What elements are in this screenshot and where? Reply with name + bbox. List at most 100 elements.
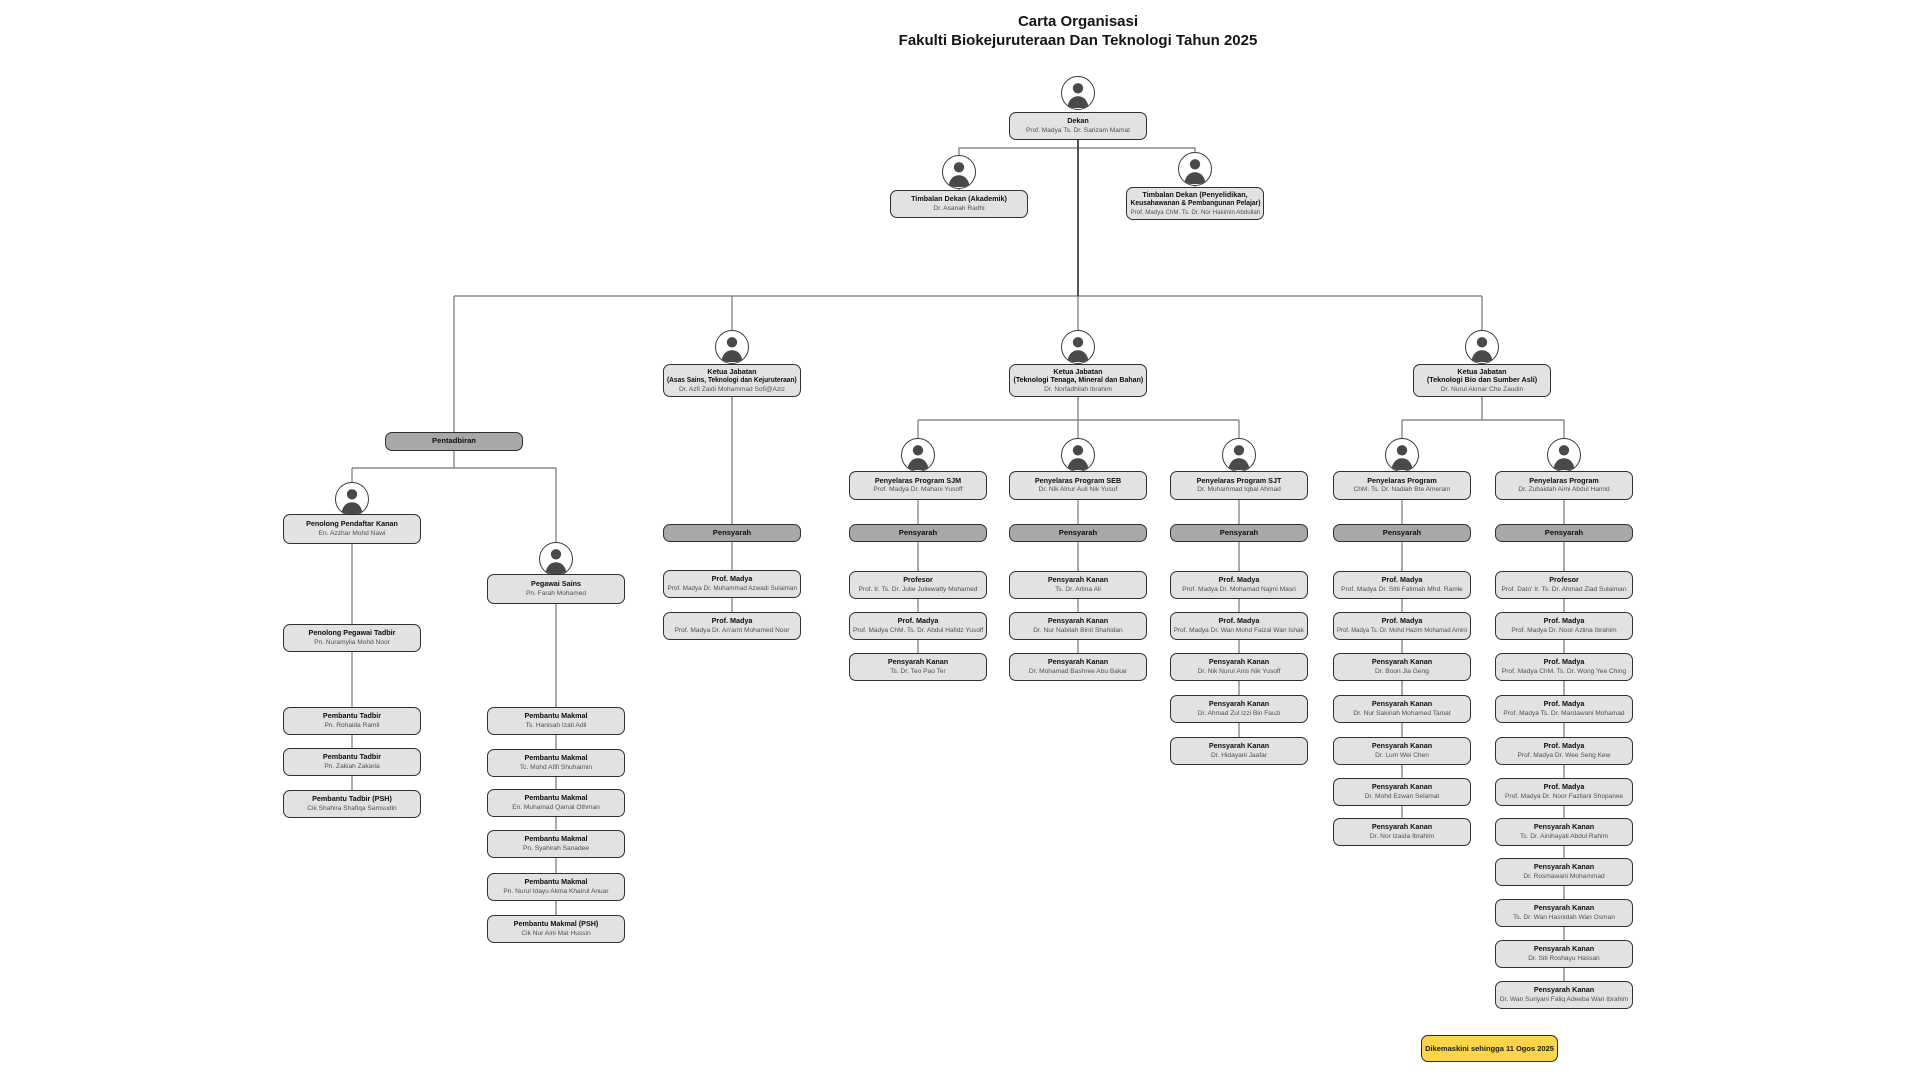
person-name: Dr. Hidayani Jaafar [1210, 751, 1268, 759]
avatar-penyelaras-sjm [901, 438, 935, 472]
node-bio2-prof-madya-4: Prof. Madya Prof. Madya Dr. Wee Seng Kew [1495, 737, 1633, 765]
node-pembantu-makmal-3: Pembantu Makmal En. Muhamad Qamal Othman [487, 789, 625, 817]
avatar-penyelaras-seb [1061, 438, 1095, 472]
node-pembantu-makmal-4: Pembantu Makmal Pn. Syahirah Sanadee [487, 830, 625, 858]
header-pensyarah-seb: Pensyarah [1009, 524, 1147, 542]
node-asas-prof-madya-2: Prof. Madya Prof. Madya Dr. An'amt Moham… [663, 612, 801, 640]
role-title: Pembantu Makmal [524, 753, 588, 763]
node-bio2-pensyarah-kanan-1: Pensyarah Kanan Ts. Dr. Ainihayati Abdul… [1495, 818, 1633, 846]
node-sjt-prof-madya-2: Prof. Madya Prof. Madya Dr. Wan Mohd Fai… [1170, 612, 1308, 640]
role-title: Pensyarah Kanan [1371, 699, 1433, 709]
section-label: Pensyarah [1219, 527, 1259, 537]
avatar-penyelaras-sjt [1222, 438, 1256, 472]
node-bio1-pensyarah-kanan-1: Pensyarah Kanan Dr. Boon Jia Geng [1333, 653, 1471, 681]
section-label: Pensyarah [1544, 527, 1584, 537]
person-name: En. Azzhar Mohd Nawi [318, 529, 386, 537]
role-title: Ketua Jabatan [707, 366, 757, 376]
node-sjt-pensyarah-kanan-3: Pensyarah Kanan Dr. Hidayani Jaafar [1170, 737, 1308, 765]
updated-badge-label: Dikemaskini sehingga 11 Ogos 2025 [1425, 1044, 1554, 1053]
person-name: Cik Nur Aini Mat Hussin [521, 929, 591, 937]
role-title: Ketua Jabatan [1457, 366, 1507, 376]
node-pembantu-makmal-1: Pembantu Makmal Ts. Hanisah Izati Adli [487, 707, 625, 735]
person-name: Dr. Asanah Radhi [933, 204, 985, 212]
person-name: Prof. Madya Dr. Wee Seng Kew [1517, 751, 1611, 759]
node-penyelaras-sjm: Penyelaras Program SJM Prof. Madya Dr. M… [849, 471, 987, 500]
role-title: Pensyarah Kanan [1371, 657, 1433, 667]
role-title-line2: Keusahawanan & Pembangunan Pelajar) [1130, 198, 1260, 207]
role-title: Penolong Pendaftar Kanan [306, 519, 398, 529]
person-name: Prof. Madya ChM. Ts. Dr. Wong Yee Ching [1501, 667, 1627, 675]
node-bio2-pensyarah-kanan-2: Pensyarah Kanan Dr. Rosmawani Mohammad [1495, 858, 1633, 886]
person-name: Pn. Syahirah Sanadee [523, 844, 589, 852]
person-name: Ts. Dr. Teo Pao Ter [890, 667, 946, 675]
role-title: Prof. Madya [1543, 741, 1585, 751]
node-sjm-prof-madya: Prof. Madya Prof. Madya ChM. Ts. Dr. Abd… [849, 612, 987, 640]
role-title: Pembantu Tadbir [322, 711, 382, 721]
header-pensyarah-bio2: Pensyarah [1495, 524, 1633, 542]
avatar-dekan [1061, 76, 1095, 110]
role-title: Prof. Madya [711, 574, 753, 584]
node-bio2-prof-madya-3: Prof. Madya Prof. Madya Ts. Dr. Mardawan… [1495, 695, 1633, 723]
node-penyelaras-seb: Penyelaras Program SEB Dr. Nik Alnur Aul… [1009, 471, 1147, 500]
person-name: Prof. Madya ChM. Ts. Dr. Abdul Hafidz Yu… [852, 626, 984, 634]
role-title-line2: (Teknologi Bio dan Sumber Asli) [1426, 375, 1538, 384]
person-name: Pn. Nurul Idayu Akma Khairul Anuar [503, 887, 609, 895]
section-label: Pensyarah [898, 527, 938, 537]
avatar-penyelaras-bio1 [1385, 438, 1419, 472]
section-label: Pensyarah [1058, 527, 1098, 537]
node-seb-pensyarah-kanan-3: Pensyarah Kanan Dr. Mohamad Bashree Abu … [1009, 653, 1147, 681]
node-bio2-pensyarah-kanan-4: Pensyarah Kanan Dr. Siti Roshayu Hassan [1495, 940, 1633, 968]
role-title: Pensyarah Kanan [1047, 657, 1109, 667]
role-title: Ketua Jabatan [1053, 366, 1103, 376]
node-bio1-pensyarah-kanan-3: Pensyarah Kanan Dr. Lum Wei Chen [1333, 737, 1471, 765]
person-name: Prof. Ir. Ts. Dr. Julie Juliewatty Moham… [858, 585, 978, 593]
person-name: Dr. Ahmad Zul Izzi Bin Fauzi [1197, 709, 1281, 717]
role-title: Penolong Pegawai Tadbir [308, 628, 396, 638]
node-pegawai-sains: Pegawai Sains Pn. Farah Mohamed [487, 574, 625, 604]
role-title: Penyelaras Program [1367, 475, 1437, 485]
node-pembantu-tadbir-2: Pembantu Tadbir Pn. Zakiah Zakaria [283, 748, 421, 776]
person-name: Pn. Rohaida Ramli [324, 721, 380, 729]
person-name: Dr. Rosmawani Mohammad [1523, 872, 1605, 880]
node-penolong-pendaftar-kanan: Penolong Pendaftar Kanan En. Azzhar Mohd… [283, 514, 421, 544]
node-pembantu-makmal-2: Pembantu Makmal Tc. Mohd Afifi Shuhaimin [487, 749, 625, 777]
person-name: Prof. Madya ChM. Ts. Dr. Nor Hakimin Abd… [1130, 208, 1260, 216]
person-name: Dr. Azfi Zaidi Mohammad Sofi@Aziz [679, 385, 785, 393]
role-title: Pembantu Tadbir [322, 752, 382, 762]
role-title: Pensyarah Kanan [1533, 944, 1595, 954]
node-sjt-pensyarah-kanan-1: Pensyarah Kanan Dr. Nik Nurul Anis Nik Y… [1170, 653, 1308, 681]
role-title: Profesor [1549, 575, 1579, 585]
person-name: Prof. Madya Ts. Dr. Mardawani Mohamad [1503, 709, 1625, 717]
person-name: Prof. Madya Dr. Mohamad Najmi Masri [1182, 585, 1296, 593]
node-seb-pensyarah-kanan-1: Pensyarah Kanan Ts. Dr. Arlina Ali [1009, 571, 1147, 599]
role-title: Pensyarah Kanan [1047, 575, 1109, 585]
person-name: Dr. Nurul Akmar Che Zaudin [1440, 385, 1524, 393]
role-title: Pensyarah Kanan [887, 657, 949, 667]
person-name: Prof. Madya Dr. Noor Azlina Ibrahim [1511, 626, 1617, 634]
role-title: Pensyarah Kanan [1208, 741, 1270, 751]
role-title: Penyelaras Program SJM [874, 475, 962, 485]
role-title-line2: (Asas Sains, Teknologi dan Kejuruteraan) [667, 375, 797, 384]
person-name: Prof. Madya Dr. Mahani Yusoff [873, 486, 963, 494]
avatar-ketua-jabatan-bio [1465, 330, 1499, 364]
person-name: Dr. Zubaidah Aimi Abdul Hamid [1518, 486, 1610, 494]
role-title: Profesor [903, 575, 933, 585]
role-title: Pensyarah Kanan [1533, 822, 1595, 832]
node-bio2-pensyarah-kanan-5: Pensyarah Kanan Dr. Wan Suriyani Faliq A… [1495, 981, 1633, 1009]
person-name: Dr. Muhammad Iqbal Ahmad [1197, 486, 1281, 494]
person-name: Ts. Dr. Arlina Ali [1055, 585, 1101, 593]
header-pensyarah-sjm: Pensyarah [849, 524, 987, 542]
node-pembantu-makmal-5: Pembantu Makmal Pn. Nurul Idayu Akma Kha… [487, 873, 625, 901]
node-timbalan-dekan-akademik: Timbalan Dekan (Akademik) Dr. Asanah Rad… [890, 190, 1028, 218]
role-title: Penyelaras Program SEB [1034, 475, 1122, 485]
role-title: Prof. Madya [1543, 699, 1585, 709]
person-name: Prof. Dato' Ir. Ts. Dr. Ahmad Ziad Sulai… [1501, 585, 1627, 593]
chart-title: Carta Organisasi Fakulti Biokejuruteraan… [778, 12, 1378, 50]
header-pensyarah-asas: Pensyarah [663, 524, 801, 542]
node-bio2-pensyarah-kanan-3: Pensyarah Kanan Ts. Dr. Wan Hasnidah Wan… [1495, 899, 1633, 927]
role-title: Penyelaras Program SJT [1196, 475, 1282, 485]
header-pensyarah-bio1: Pensyarah [1333, 524, 1471, 542]
node-bio1-pensyarah-kanan-5: Pensyarah Kanan Dr. Nor Izaida Ibrahim [1333, 818, 1471, 846]
role-title: Pensyarah Kanan [1371, 741, 1433, 751]
person-name: Dr. Nur Sakinah Mohamed Tamat [1353, 709, 1451, 717]
